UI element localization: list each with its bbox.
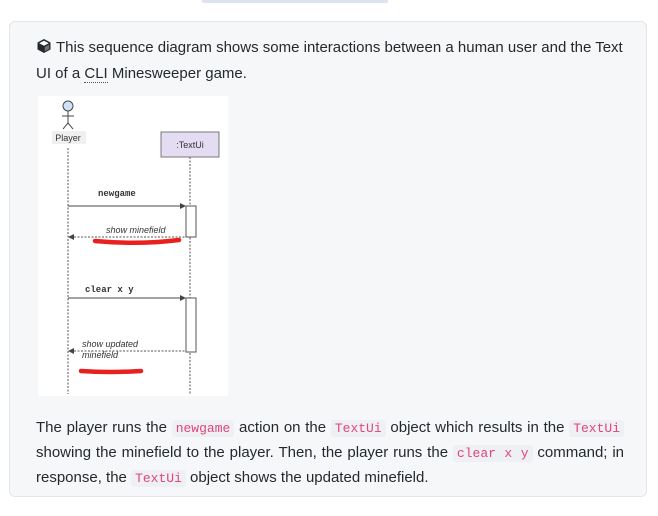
activation-box-1 <box>185 205 197 238</box>
return-show-minefield-label: show minefield <box>106 225 167 235</box>
code-textui: TextUi <box>330 420 386 437</box>
description-paragraph: The player runs the newgame action on th… <box>36 416 624 491</box>
actor-label: Player <box>55 133 81 143</box>
code-textui: TextUi <box>569 420 624 437</box>
top-tab-indicator <box>202 0 388 3</box>
intro-text-before: This sequence diagram shows some interac… <box>36 39 623 82</box>
desc-text-2: action on the <box>234 419 331 436</box>
desc-text-5: command; in response, the <box>36 444 624 486</box>
highlight-underline-2 <box>78 368 144 375</box>
desc-text-1: The player runs the <box>36 419 172 436</box>
desc-text-3: object which results in the <box>385 419 570 436</box>
desc-text-4: showing the minefield to the player. The… <box>36 444 453 461</box>
sequence-diagram: Player :TextUi newgame show minefield cl… <box>38 96 228 396</box>
message-newgame-label: newgame <box>98 189 136 199</box>
cli-abbreviation[interactable]: CLI <box>84 65 108 83</box>
highlight-underline-1 <box>92 237 182 246</box>
activation-box-2 <box>185 297 197 353</box>
intro-paragraph: This sequence diagram shows some interac… <box>36 36 636 86</box>
message-clear-label: clear x y <box>85 285 134 295</box>
box-icon <box>36 38 52 62</box>
code-textui: TextUi <box>131 470 186 487</box>
info-card: This sequence diagram shows some interac… <box>9 21 647 497</box>
actor-icon <box>62 100 74 130</box>
return-show-updated-label-line2: minefield <box>82 350 119 360</box>
return-show-updated-label-line1: show updated <box>82 339 139 349</box>
code-clear-x-y: clear x y <box>452 445 533 462</box>
intro-text-after: Minesweeper game. <box>107 65 247 82</box>
code-newgame: newgame <box>171 420 235 437</box>
object-label: :TextUi <box>176 140 204 150</box>
desc-text-6: object shows the updated minefield. <box>185 469 429 486</box>
